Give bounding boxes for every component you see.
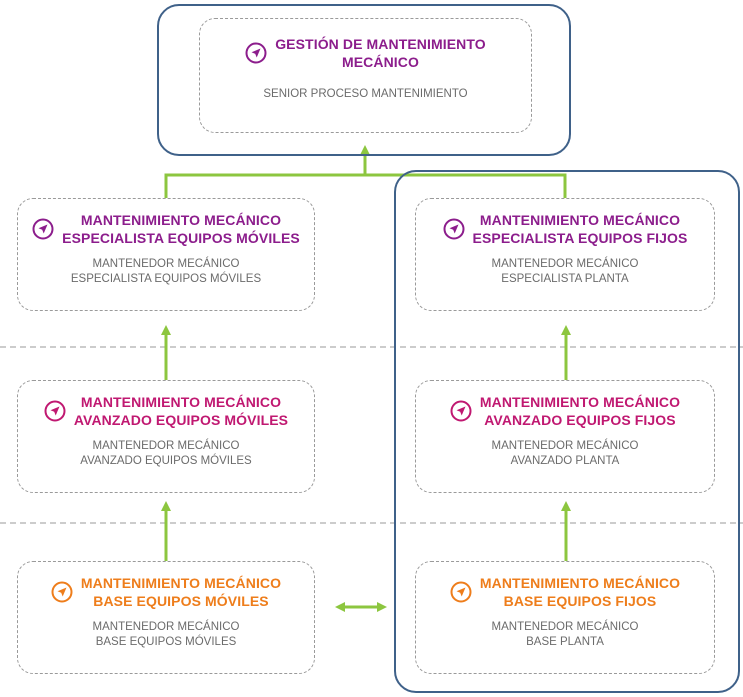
- node-especialista-moviles: MANTENIMIENTO MECÁNICO ESPECIALISTA EQUI…: [17, 198, 315, 311]
- node-gestion-mantenimiento: GESTIÓN DE MANTENIMIENTO MECÁNICO SENIOR…: [199, 18, 532, 133]
- node-title: MANTENIMIENTO MECÁNICO AVANZADO EQUIPOS …: [479, 394, 681, 428]
- node-subtitle: MANTENEDOR MECÁNICO AVANZADO EQUIPOS MÓV…: [80, 440, 252, 467]
- navigation-arrow-icon: [450, 581, 472, 603]
- node-base-fijos: MANTENIMIENTO MECÁNICO BASE EQUIPOS FIJO…: [415, 561, 715, 674]
- navigation-arrow-icon: [32, 218, 54, 240]
- node-subtitle: MANTENEDOR MECÁNICO BASE EQUIPOS MÓVILES: [92, 621, 240, 648]
- node-base-moviles: MANTENIMIENTO MECÁNICO BASE EQUIPOS MÓVI…: [17, 561, 315, 674]
- node-title: MANTENIMIENTO MECÁNICO BASE EQUIPOS FIJO…: [479, 575, 681, 609]
- node-title: GESTIÓN DE MANTENIMIENTO MECÁNICO: [275, 36, 486, 70]
- node-avanzado-moviles: MANTENIMIENTO MECÁNICO AVANZADO EQUIPOS …: [17, 380, 315, 493]
- node-title: MANTENIMIENTO MECÁNICO ESPECIALISTA EQUI…: [472, 212, 688, 246]
- node-title: MANTENIMIENTO MECÁNICO AVANZADO EQUIPOS …: [73, 394, 289, 428]
- node-subtitle: SENIOR PROCESO MANTENIMIENTO: [263, 88, 468, 100]
- navigation-arrow-icon: [44, 400, 66, 422]
- navigation-arrow-icon: [245, 42, 267, 64]
- navigation-arrow-icon: [450, 400, 472, 422]
- node-title: MANTENIMIENTO MECÁNICO ESPECIALISTA EQUI…: [62, 212, 300, 246]
- node-subtitle: MANTENEDOR MECÁNICO ESPECIALISTA PLANTA: [491, 258, 639, 285]
- node-title: MANTENIMIENTO MECÁNICO BASE EQUIPOS MÓVI…: [80, 575, 282, 609]
- navigation-arrow-icon: [51, 581, 73, 603]
- node-subtitle: MANTENEDOR MECÁNICO AVANZADO PLANTA: [491, 440, 639, 467]
- node-subtitle: MANTENEDOR MECÁNICO BASE PLANTA: [491, 621, 639, 648]
- node-avanzado-fijos: MANTENIMIENTO MECÁNICO AVANZADO EQUIPOS …: [415, 380, 715, 493]
- top-role-frame: [157, 4, 571, 156]
- node-especialista-fijos: MANTENIMIENTO MECÁNICO ESPECIALISTA EQUI…: [415, 198, 715, 311]
- navigation-arrow-icon: [443, 218, 464, 240]
- fixed-equipment-frame: [394, 170, 740, 693]
- node-subtitle: MANTENEDOR MECÁNICO ESPECIALISTA EQUIPOS…: [70, 258, 262, 285]
